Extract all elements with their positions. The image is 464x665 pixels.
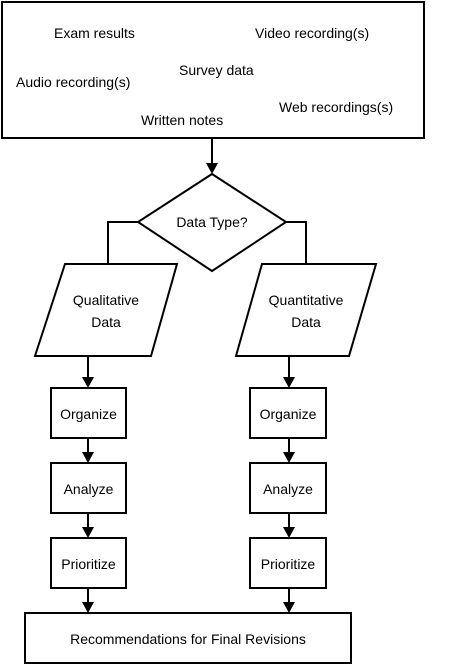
decision-label: Data Type? — [176, 214, 248, 230]
qualitative-analyze-label: Analyze — [64, 481, 114, 497]
quantitative-organize-label: Organize — [260, 406, 317, 422]
arrowhead-decision — [206, 163, 218, 174]
arrowhead-quant-final — [283, 602, 295, 613]
arrowhead-quant-prioritize — [283, 527, 295, 538]
quantitative-title-line1: Quantitative — [269, 292, 344, 308]
final-recommendations-label: Recommendations for Final Revisions — [70, 631, 306, 647]
arrowhead-quant-analyze — [283, 452, 295, 463]
source-exam-results: Exam results — [54, 25, 135, 41]
quantitative-title-line2: Data — [291, 314, 321, 330]
quantitative-prioritize-label: Prioritize — [261, 556, 316, 572]
qualitative-organize-label: Organize — [60, 406, 117, 422]
data-sources-box — [1, 1, 425, 139]
arrowhead-quant-organize — [283, 377, 295, 388]
qualitative-title-line2: Data — [91, 314, 121, 330]
source-web-recordings: Web recordings(s) — [279, 99, 393, 115]
final-recommendations-box — [24, 612, 352, 664]
qualitative-analyze-box — [50, 462, 127, 514]
arrowhead-qual-analyze — [82, 452, 94, 463]
decision-diamond — [136, 172, 288, 273]
qualitative-prioritize-label: Prioritize — [61, 556, 116, 572]
quantitative-prioritize-box — [249, 537, 327, 589]
source-written-notes: Written notes — [141, 112, 223, 128]
source-survey-data: Survey data — [179, 62, 254, 78]
arrowhead-qual-prioritize — [82, 527, 94, 538]
quantitative-data-shape — [234, 263, 378, 357]
connector-decision-to-qualitative — [107, 221, 138, 264]
connector-decision-to-quantitative — [286, 221, 307, 264]
source-video-recordings: Video recording(s) — [255, 25, 369, 41]
arrowhead-qual-organize — [82, 377, 94, 388]
arrowhead-qual-final — [82, 602, 94, 613]
quantitative-analyze-label: Analyze — [263, 481, 313, 497]
source-audio-recordings: Audio recording(s) — [16, 74, 130, 90]
qualitative-title-line1: Qualitative — [73, 292, 139, 308]
qualitative-data-shape — [33, 263, 179, 357]
